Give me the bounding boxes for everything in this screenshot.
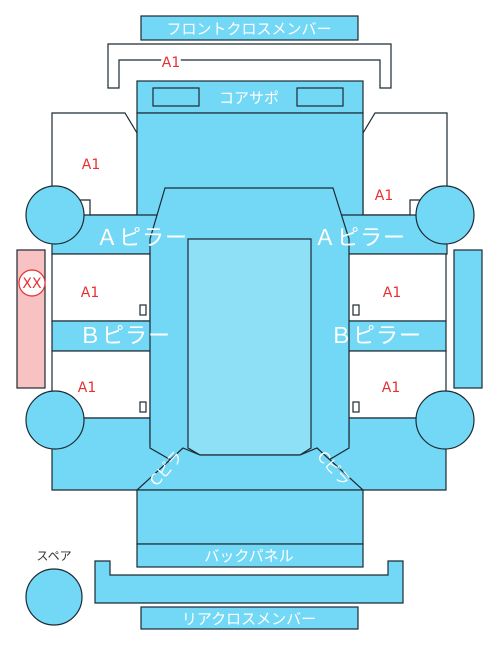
rear-cross-member-label: リアクロスメンバー <box>182 610 316 628</box>
rear-bumper <box>94 560 404 604</box>
spare-tire-icon <box>25 568 83 626</box>
rear-right-door-handle <box>352 401 360 413</box>
front-bumper-outline <box>107 43 392 89</box>
rear-cross-member <box>140 606 359 630</box>
core-support-label: コアサポ <box>219 89 279 107</box>
front-right-door-handle <box>352 304 360 316</box>
b-pillar-left-label: Ｂピラー <box>79 324 171 349</box>
b-pillar-right-label: Ｂピラー <box>330 324 422 349</box>
a-pillar-left-label: Ａピラー <box>96 226 188 251</box>
roof-inner <box>187 238 312 456</box>
back-panel-label: バックパネル <box>204 547 293 565</box>
front-left-door-handle <box>139 304 147 316</box>
front-door-left <box>51 253 151 322</box>
marker-rear-door-left: A1 <box>78 380 96 396</box>
side-sill-right <box>453 249 483 389</box>
marker-front-fender-right: A1 <box>375 188 393 204</box>
marker-front-door-right: A1 <box>383 285 401 301</box>
marker-side-sill-left: XX <box>22 276 42 292</box>
core-support-right-slot <box>296 87 344 107</box>
marker-front-cross: A1 <box>162 55 180 71</box>
wheel-circle-icon <box>25 185 85 245</box>
xx-marker-circle <box>18 269 46 297</box>
wheel-circle-icon <box>415 185 475 245</box>
front-cross-member <box>140 15 359 41</box>
rear-body <box>136 489 364 545</box>
front-cross-member-label: フロントクロスメンバー <box>166 20 331 38</box>
back-panel <box>136 543 364 568</box>
marker-rear-door-right: A1 <box>382 380 400 396</box>
front-cross-marker-bg <box>161 52 181 72</box>
front-door-right <box>348 253 447 322</box>
core-support-left-slot <box>152 87 200 107</box>
rear-left-door-handle <box>139 401 147 413</box>
wheel-circle-icon <box>25 390 85 450</box>
wheel-circle-icon <box>415 390 475 450</box>
marker-front-door-left: A1 <box>81 285 99 301</box>
marker-front-fender-left: A1 <box>82 157 100 173</box>
a-pillar-right-label: Ａピラー <box>314 226 406 251</box>
spare-label: スペア <box>36 549 71 563</box>
